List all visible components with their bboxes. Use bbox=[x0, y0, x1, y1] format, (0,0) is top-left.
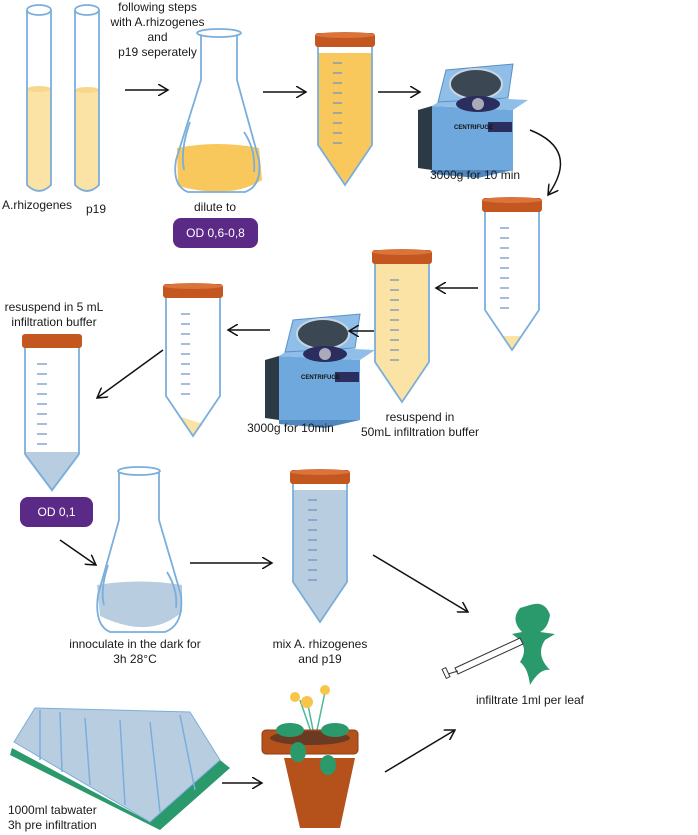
resuspend-50ml-label: resuspend in 50mL infiltration buffer bbox=[360, 410, 480, 439]
od-badge: OD 0,6-0,8 bbox=[173, 218, 258, 248]
syringe-icon bbox=[441, 637, 524, 680]
falcon-tube-icon bbox=[289, 468, 351, 623]
test-tube-icon bbox=[26, 4, 52, 192]
arrow-icon bbox=[59, 90, 562, 783]
potted-plant-icon bbox=[261, 685, 359, 828]
water-label: 1000ml tabwater 3h pre infiltration bbox=[8, 803, 97, 832]
steps-note: following steps with A.rhizogenes and p1… bbox=[110, 0, 205, 59]
tube-label-p19: p19 bbox=[86, 202, 107, 216]
propagator-icon bbox=[10, 707, 230, 830]
mix-label: mix A. rhizogenes and p19 bbox=[272, 637, 368, 666]
falcon-tube-icon bbox=[481, 196, 543, 351]
centrifuge-brand-label: CENTRIFUGE bbox=[301, 375, 340, 381]
falcon-tube-icon bbox=[22, 334, 82, 492]
centrifuge-label: 3000g for 10 min bbox=[429, 168, 521, 182]
infiltrate-label: infiltrate 1ml per leaf bbox=[475, 693, 585, 707]
falcon-tube-icon bbox=[314, 31, 376, 186]
falcon-tube-icon bbox=[162, 282, 224, 437]
od-badge: OD 0,1 bbox=[20, 497, 93, 527]
erlenmeyer-flask-icon bbox=[96, 466, 183, 633]
centrifuge-brand-label: CENTRIFUGE bbox=[454, 125, 493, 131]
centrifuge-icon: CENTRIFUGE bbox=[264, 313, 376, 429]
centrifuge-label: 3000g for 10min bbox=[247, 421, 334, 435]
erlenmeyer-flask-icon bbox=[174, 28, 262, 193]
tube-label-a-rhizogenes: A.rhizogenes bbox=[2, 198, 73, 212]
test-tube-icon bbox=[74, 4, 100, 192]
dilute-label: dilute to bbox=[193, 200, 237, 214]
resuspend-5ml-label: resuspend in 5 mL infiltration buffer bbox=[4, 300, 104, 329]
centrifuge-icon: CENTRIFUGE bbox=[417, 63, 529, 179]
innoculate-label: innoculate in the dark for 3h 28°C bbox=[69, 637, 201, 666]
falcon-tube-icon bbox=[371, 248, 433, 403]
leaf-icon bbox=[512, 603, 555, 685]
